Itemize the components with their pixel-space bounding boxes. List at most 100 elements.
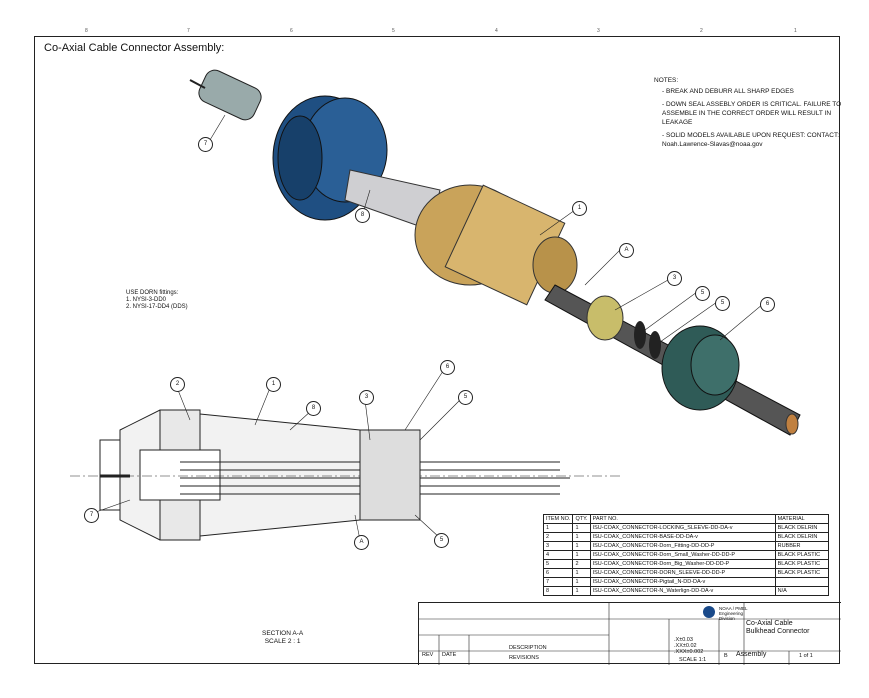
tolerance-1: .X±0.03	[674, 637, 693, 643]
bom-cell: 6	[542, 568, 574, 578]
bom-cell: 8	[542, 586, 574, 596]
fittings-note: USE DORN fittings: 1. NYSI-3-DD0 2. NYSI…	[126, 290, 188, 311]
sheet-name: Assembly	[736, 651, 767, 658]
rev-label: REV	[422, 652, 434, 658]
balloon-3: 3	[667, 271, 682, 286]
bom-cell: 3	[542, 541, 574, 551]
bom-cell: 1	[572, 577, 591, 587]
bom-cell: ISU-COAX_CONNECTOR-Dorn_Fitting-DD-DD-P	[589, 541, 776, 551]
drawing-sheet-border	[34, 36, 840, 664]
border-zone-8: 8	[85, 28, 88, 34]
border-zone-2: 2	[700, 28, 703, 34]
org-name: NOAA / PMEL Engineering Division	[719, 606, 748, 621]
fittings-line: 1. NYSI-3-DD0	[126, 297, 167, 303]
bom-cell: 1	[542, 523, 574, 533]
bom-cell: ISU-COAX_CONNECTOR-BASE-DD-DA-v	[589, 532, 776, 542]
note-item: SOLID MODELS AVAILABLE UPON REQUEST: CON…	[662, 131, 844, 149]
border-zone-5: 5	[392, 28, 395, 34]
bom-header: MATERIAL	[774, 514, 829, 524]
notes-block: NOTES: BREAK AND DEBURR ALL SHARP EDGES …	[654, 76, 844, 153]
part-small-washer	[634, 321, 646, 349]
part-dorn-fitting	[586, 295, 624, 341]
bom-cell: ISU-COAX_CONNECTOR-Dorn_Big_Washer-DD-DD…	[589, 559, 776, 569]
bom-cell: BLACK DELRIN	[774, 532, 829, 542]
bom-cell: 4	[542, 550, 574, 560]
bom-cell: ISU-COAX_CONNECTOR-LOCKING_SLEEVE-DD-DA-…	[589, 523, 776, 533]
tolerance-3: .XXX±0.002	[674, 649, 704, 655]
border-zone-1: 1	[794, 28, 797, 34]
note-item: BREAK AND DEBURR ALL SHARP EDGES	[662, 87, 844, 96]
bom-cell: 7	[542, 577, 574, 587]
bom-cell: ISU-COAX_CONNECTOR-N_Waterlign-DD-DA-v	[589, 586, 776, 596]
border-zone-7: 7	[187, 28, 190, 34]
drawing-name-line: Bulkhead Connector	[746, 628, 810, 635]
drawing-name-line: Co-Axial Cable	[746, 620, 793, 627]
date-label: DATE	[442, 652, 457, 658]
fittings-line: 2. NYSI-17-DD4 (DDS)	[126, 304, 188, 310]
bom-cell: 5	[542, 559, 574, 569]
revisions-label: REVISIONS	[509, 655, 539, 661]
notes-heading: NOTES:	[654, 77, 679, 84]
section-balloon-6: 6	[440, 360, 455, 375]
bom-cell: BLACK PLASTIC	[774, 559, 829, 569]
balloon-8: 8	[355, 208, 370, 223]
section-label: SECTION A-A SCALE 2 : 1	[262, 630, 303, 646]
section-label-scale: SCALE 2 : 1	[264, 638, 301, 645]
section-balloon-2: 2	[170, 377, 185, 392]
bom-cell: 1	[572, 541, 591, 551]
border-zone-3: 3	[597, 28, 600, 34]
section-view	[70, 409, 620, 541]
bom-cell: 2	[572, 559, 591, 569]
balloon-A: A	[619, 243, 634, 258]
balloon-7: 7	[198, 137, 213, 152]
bom-cell: ISU-COAX_CONNECTOR-DORN_SLEEVE-DD-DD-P	[589, 568, 776, 578]
part-base	[414, 184, 578, 306]
bom-cell: 1	[572, 523, 591, 533]
size-value: B	[724, 653, 728, 659]
bom-cell: 1	[572, 532, 591, 542]
bom-header-row: ITEM NO. QTY. PART NO. MATERIAL	[542, 514, 829, 524]
border-zone-6: 6	[290, 28, 293, 34]
section-balloon-5a: 5	[458, 390, 473, 405]
part-big-washer	[649, 331, 661, 359]
bom-cell: N/A	[774, 586, 829, 596]
bom-cell: 1	[572, 568, 591, 578]
scale-value: SCALE 1:1	[679, 657, 707, 663]
noaa-logo	[703, 606, 715, 618]
balloon-1: 1	[572, 201, 587, 216]
section-label-name: SECTION A-A	[262, 630, 304, 637]
border-zone-4: 4	[495, 28, 498, 34]
section-balloon-1: 1	[266, 377, 281, 392]
part-dorn-sleeve	[661, 325, 740, 411]
note-item: DOWN SEAL ASSEBLY ORDER IS CRITICAL. FAI…	[662, 100, 844, 127]
balloon-6: 6	[760, 297, 775, 312]
section-balloon-7: 7	[84, 508, 99, 523]
bom-cell: BLACK PLASTIC	[774, 550, 829, 560]
bom-cell: BLACK DELRIN	[774, 523, 829, 533]
bom-cell: BLACK PLASTIC	[774, 568, 829, 578]
title-block-grid	[419, 603, 841, 665]
desc-label: DESCRIPTION	[509, 645, 547, 651]
section-balloon-8: 8	[306, 401, 321, 416]
bom-cell: ISU-COAX_CONNECTOR-Pigtail_N-DD-DA-v	[589, 577, 776, 587]
drawing-name: Co-Axial Cable Bulkhead Connector	[746, 620, 809, 636]
part-pigtail	[189, 69, 262, 121]
bom-cell: 1	[572, 586, 591, 596]
title-block: REV DATE DESCRIPTION REVISIONS .X±0.03 .…	[418, 602, 841, 665]
balloon-5a: 5	[695, 286, 710, 301]
fittings-heading: USE DORN fittings:	[126, 290, 179, 296]
bom-cell: RUBBER	[774, 541, 829, 551]
balloon-5b: 5	[715, 296, 730, 311]
bom-header: QTY.	[572, 514, 591, 524]
tolerance-2: .XX±0.02	[674, 643, 697, 649]
section-balloon-A: A	[354, 535, 369, 550]
